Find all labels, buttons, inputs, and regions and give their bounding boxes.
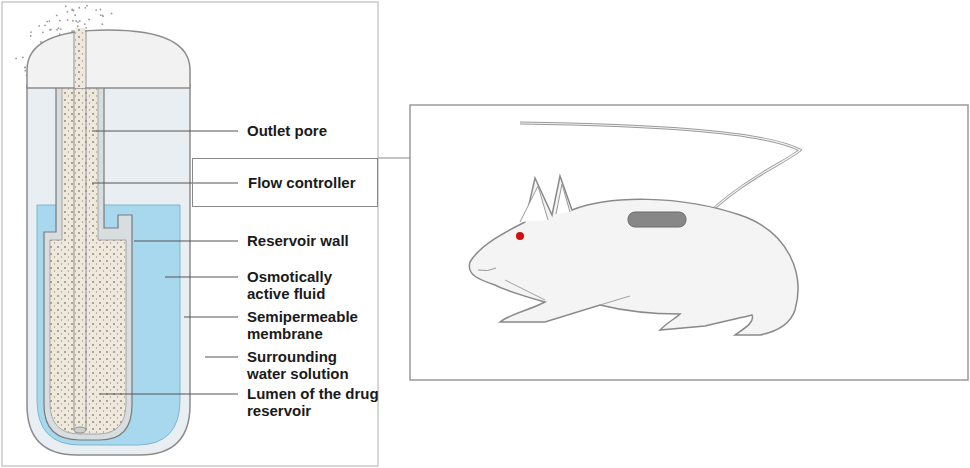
drug-particle — [67, 11, 69, 13]
drug-particle — [65, 5, 67, 7]
drug-particle — [67, 19, 69, 21]
drug-particle — [88, 19, 90, 21]
drug-particle — [79, 20, 81, 22]
part-label: Reservoir wall — [247, 232, 447, 249]
drug-particle — [56, 15, 58, 17]
drug-particle — [24, 67, 26, 69]
flow-controller-end — [74, 427, 86, 433]
drug-particle — [30, 31, 32, 33]
rat-eye — [516, 232, 524, 240]
drug-particle — [59, 20, 61, 22]
drug-particle — [101, 14, 103, 16]
drug-particle — [15, 58, 17, 60]
drug-particle — [71, 9, 73, 11]
outlet-pore — [75, 28, 85, 88]
part-label: Surrounding water solution — [247, 348, 367, 382]
drug-particle — [77, 21, 79, 23]
drug-particle — [48, 20, 50, 22]
implanted-pump — [628, 212, 686, 227]
part-label: Osmotically active fluid — [247, 268, 367, 302]
drug-particle — [22, 56, 24, 58]
leader-line — [134, 241, 238, 242]
drug-particle — [50, 28, 52, 30]
leader-line — [205, 357, 238, 358]
drug-particle — [111, 13, 113, 15]
label-box: Flow controller — [192, 158, 378, 207]
drug-particle — [46, 21, 48, 23]
rat — [469, 123, 800, 335]
connector-line — [378, 158, 410, 159]
drug-particle — [30, 35, 32, 37]
leader-line — [92, 131, 238, 132]
flow-controller-tube — [74, 36, 86, 430]
drug-particle — [57, 27, 59, 29]
drug-particle — [71, 9, 73, 11]
drug-particle — [102, 15, 104, 17]
rat-mouth — [478, 268, 496, 271]
drug-particle — [101, 23, 103, 25]
leader-line — [165, 277, 238, 278]
panel-frame — [410, 105, 968, 380]
drug-particle — [56, 29, 58, 31]
part-label: Lumen of the drug reservoir — [247, 385, 387, 419]
rat-ear — [520, 186, 548, 222]
drug-particle — [84, 7, 86, 9]
drug-particle — [60, 28, 62, 30]
drug-lumen — [50, 44, 126, 434]
leader-line — [184, 317, 238, 318]
drug-particle — [84, 23, 86, 25]
drug-particle — [44, 24, 46, 26]
rat-leg — [505, 280, 630, 305]
drug-particle — [42, 31, 44, 33]
reservoir-wall — [44, 40, 132, 440]
drug-particle — [86, 5, 88, 7]
leader-line — [92, 183, 238, 184]
rat-ear — [556, 184, 570, 214]
drug-particle — [24, 70, 26, 72]
drug-particle — [100, 9, 102, 11]
leader-line — [100, 394, 238, 395]
rat-body — [469, 176, 798, 335]
drug-particle — [95, 9, 97, 11]
drug-particle — [75, 20, 77, 22]
capsule-cap — [27, 30, 190, 88]
drug-particle — [85, 27, 87, 29]
part-label: Semipermeable membrane — [247, 308, 372, 342]
drug-particle — [100, 14, 102, 16]
drug-particle — [74, 14, 76, 16]
drug-particle — [78, 7, 80, 9]
part-label: Outlet pore — [247, 122, 447, 139]
drug-particle — [72, 20, 74, 22]
drug-particle — [24, 66, 26, 68]
leader-lines — [92, 131, 238, 394]
part-label: Flow controller — [248, 174, 356, 191]
drug-particle — [77, 25, 79, 27]
drug-particle — [38, 25, 40, 27]
